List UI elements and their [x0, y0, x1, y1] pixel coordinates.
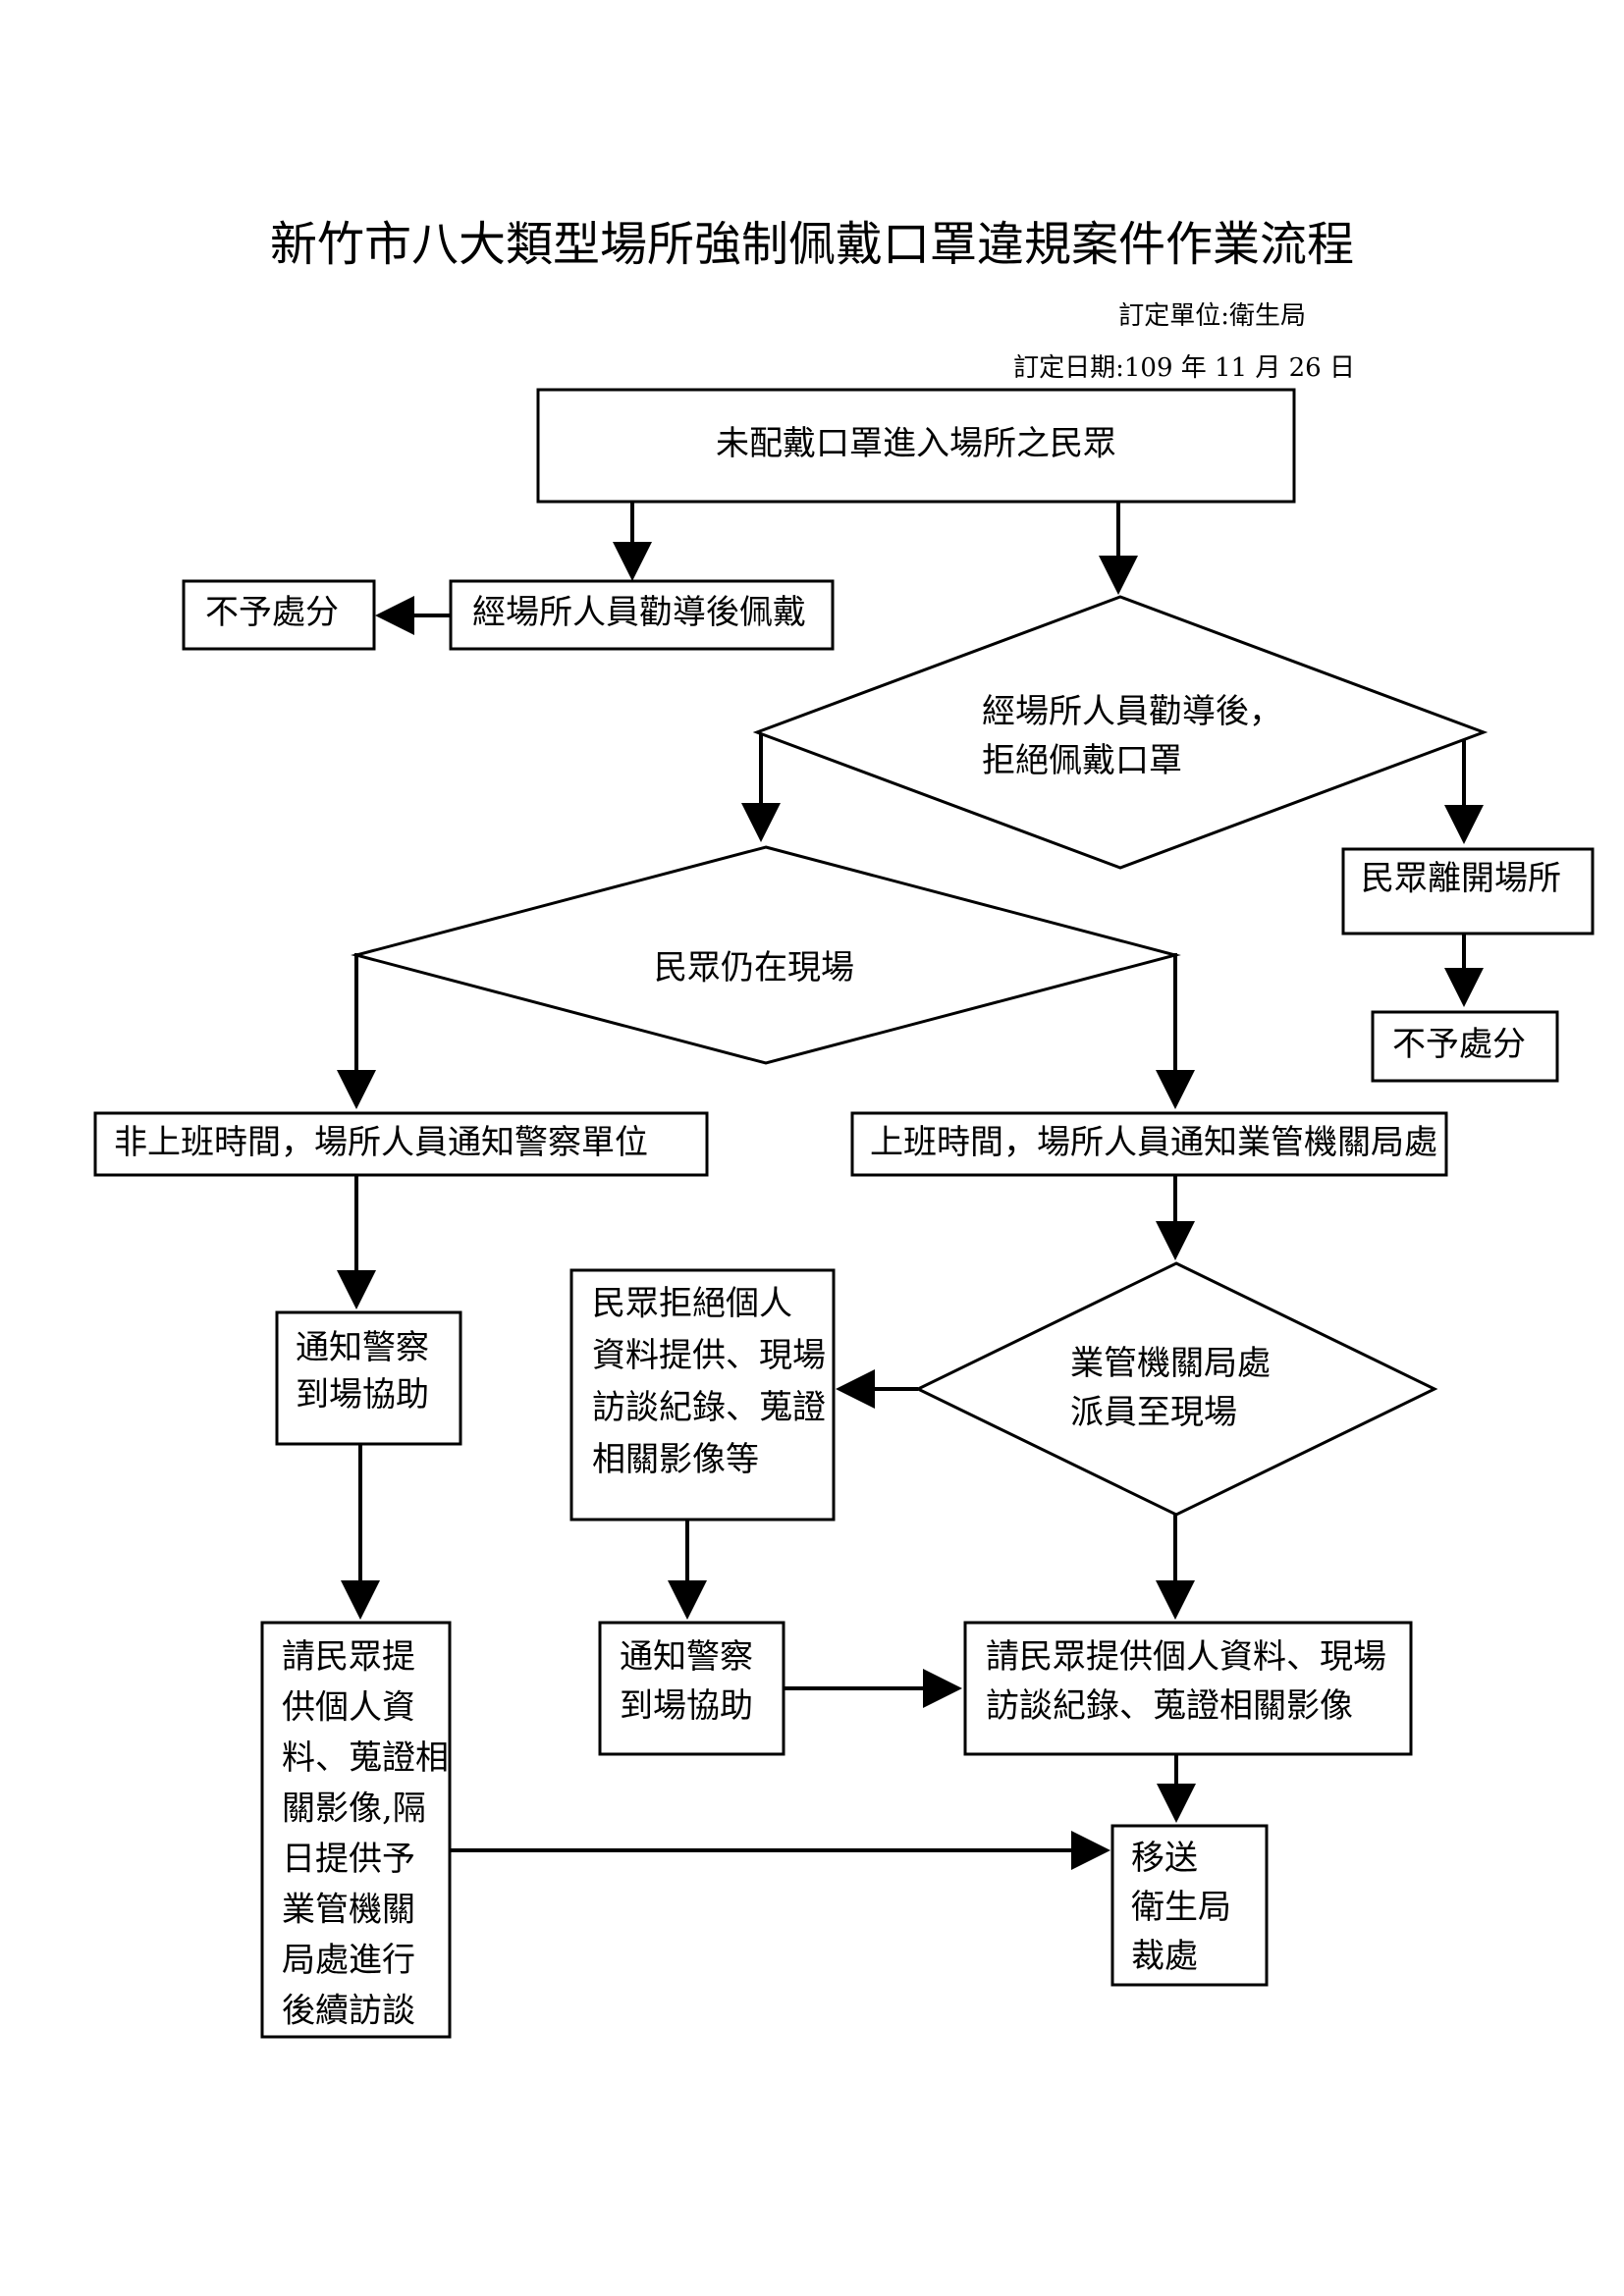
node-label-line: 移送: [1131, 1839, 1198, 1878]
process-box: [963, 1621, 1413, 1756]
node-label-line: 不予處分: [205, 593, 339, 632]
node-label-line: 經場所人員勸導後佩戴: [472, 593, 806, 632]
node-label-line: 料、蒐證相: [282, 1738, 449, 1778]
node-no-penalty-2: 不予處分: [1371, 1010, 1559, 1083]
node-label-line: 派員至現場: [1070, 1393, 1237, 1432]
node-no-penalty-1: 不予處分: [182, 579, 376, 651]
node-label-line: 請民眾提供個人資料、現場: [986, 1637, 1386, 1677]
node-refuse-decision: 經場所人員勸導後， 拒絕佩戴口罩: [752, 595, 1489, 870]
process-box: [569, 1268, 836, 1522]
node-label-line: 衛生局: [1131, 1888, 1231, 1927]
process-box: [850, 1111, 1448, 1177]
node-label-line: 民眾仍在現場: [654, 948, 854, 988]
process-box: [1110, 1824, 1269, 1987]
process-box: [182, 579, 376, 651]
node-label-line: 關影像,隔: [282, 1789, 426, 1829]
node-label-line: 訪談紀錄、蒐證相關影像: [986, 1686, 1353, 1726]
process-box: [598, 1621, 785, 1756]
process-box: [449, 579, 835, 651]
node-start: 未配戴口罩進入場所之民眾: [536, 388, 1296, 504]
node-label-line: 日提供予: [282, 1840, 415, 1879]
process-box: [1371, 1010, 1559, 1083]
node-label-line: 相關影像等: [592, 1440, 759, 1479]
node-label-line: 通知警察: [296, 1328, 429, 1367]
nodes-layer: 未配戴口罩進入場所之民眾經場所人員勸導後佩戴不予處分經場所人員勸導後，拒絕佩戴口…: [93, 388, 1595, 2039]
node-label-line: 供個人資: [282, 1688, 415, 1728]
node-work-hours: 上班時間，場所人員通知業管機關局處: [850, 1111, 1448, 1177]
node-label-line: 民眾拒絕個人: [592, 1284, 792, 1323]
process-box: [93, 1111, 709, 1177]
issuing-date: 訂定日期:109 年 11 月 26 日: [1013, 353, 1355, 383]
issuing-unit: 訂定單位:衛生局: [1118, 301, 1306, 331]
node-left-venue: 民眾離開場所: [1341, 847, 1595, 935]
edges-layer: [337, 502, 1484, 1870]
node-label-line: 通知警察: [620, 1637, 753, 1677]
node-label-line: 業管機關: [282, 1891, 415, 1930]
node-label-line: 請民眾提: [282, 1637, 415, 1677]
node-label-line: 到場協助: [296, 1375, 429, 1415]
node-label-line: 拒絕佩戴口罩: [982, 741, 1182, 780]
node-label-line: 民眾離開場所: [1361, 859, 1561, 898]
node-label-line: 非上班時間，場所人員通知警察單位: [114, 1123, 648, 1162]
process-box: [260, 1621, 452, 2039]
node-label-line: 上班時間，場所人員通知業管機關局處: [870, 1123, 1437, 1162]
node-off-hours: 非上班時間，場所人員通知警察單位: [93, 1111, 709, 1177]
process-box: [536, 388, 1296, 504]
node-label-line: 裁處: [1131, 1937, 1198, 1976]
node-label-line: 經場所人員勸導後，: [982, 692, 1282, 731]
node-label-line: 業管機關局處: [1070, 1344, 1271, 1383]
page-title: 新竹市八大類型場所強制佩戴口罩違規案件作業流程: [270, 217, 1354, 272]
node-still-onsite: 民眾仍在現場: [351, 845, 1181, 1065]
node-label-line: 訪談紀錄、蒐證: [592, 1388, 826, 1427]
process-box: [1341, 847, 1595, 935]
node-label-line: 資料提供、現場: [592, 1336, 826, 1375]
node-guided-wear: 經場所人員勸導後佩戴: [449, 579, 835, 651]
node-label-line: 到場協助: [620, 1686, 753, 1726]
decision-diamond: [914, 1261, 1438, 1517]
node-label-line: 未配戴口罩進入場所之民眾: [716, 424, 1116, 463]
decision-diamond: [752, 595, 1489, 870]
decision-diamond: [351, 845, 1181, 1065]
node-label-line: 局處進行: [282, 1941, 415, 1980]
node-label-line: 後續訪談: [282, 1992, 415, 2031]
node-label-line: 不予處分: [1392, 1025, 1526, 1064]
process-box: [275, 1310, 462, 1446]
